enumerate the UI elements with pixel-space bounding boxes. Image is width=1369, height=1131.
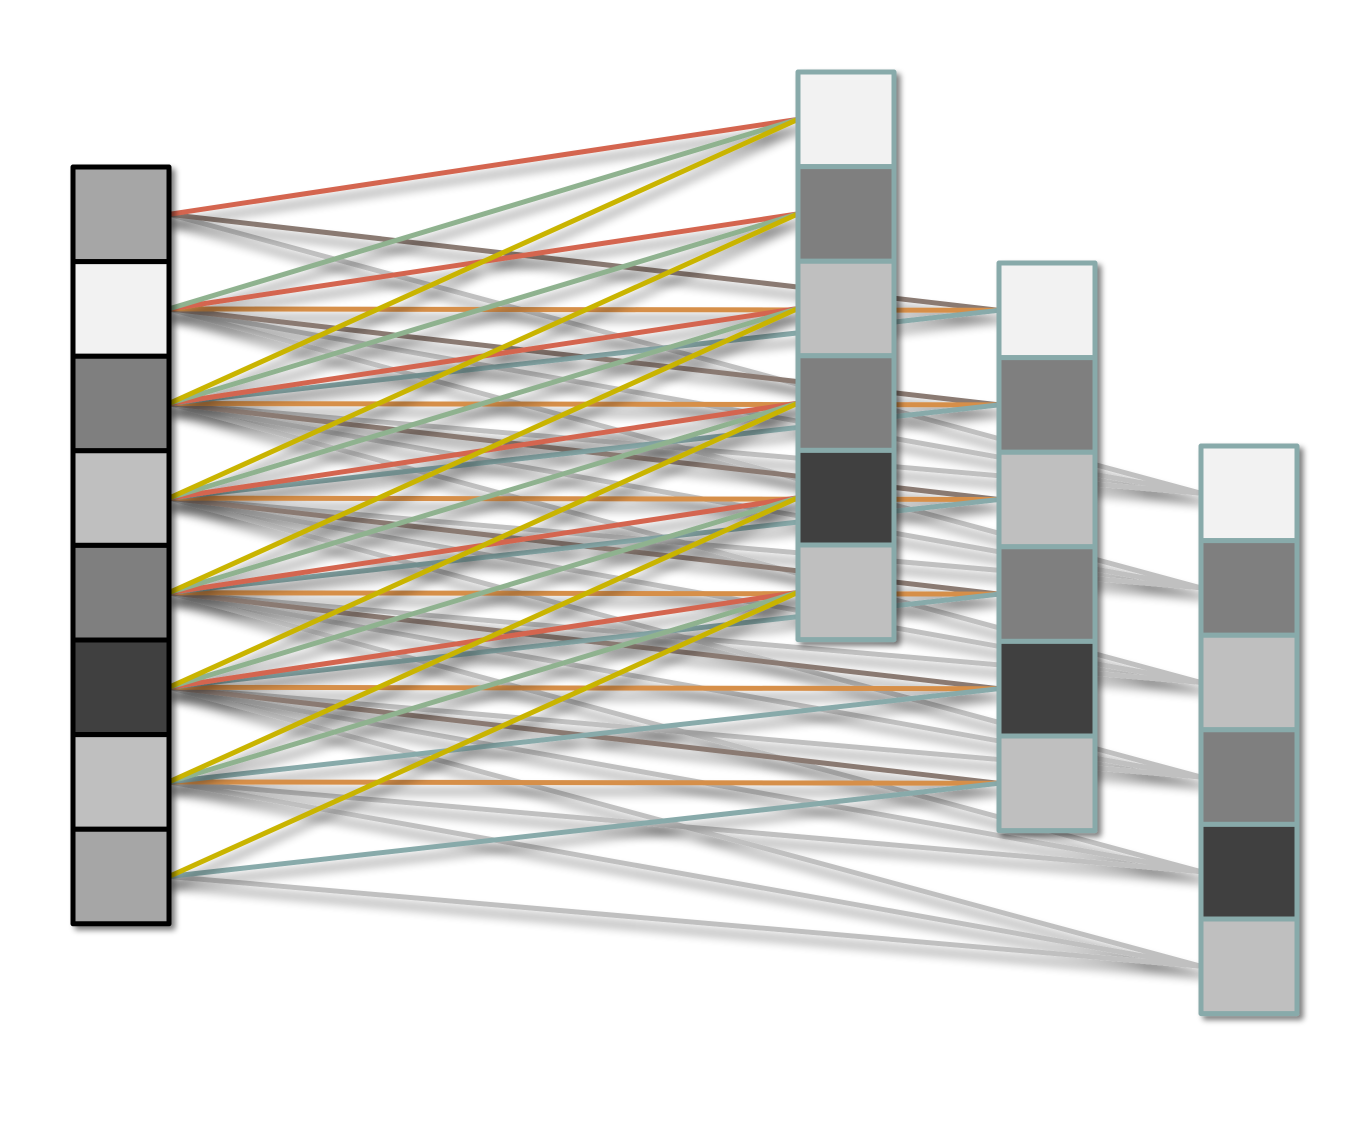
vector-cell: [70, 637, 172, 738]
connection-line: [168, 686, 1000, 785]
vector-cell: [996, 260, 1098, 361]
vector-cell: [1198, 821, 1300, 922]
connections-output-1: [167, 116, 800, 879]
output-vector-3: [1198, 443, 1300, 1017]
connection-line: [168, 589, 799, 785]
vector-cell: [70, 448, 172, 548]
vector-cell: [795, 258, 897, 359]
connection-line: [167, 306, 800, 595]
connection-line: [168, 780, 1000, 879]
connection-line: [168, 116, 799, 217]
connection-line: [167, 211, 800, 501]
input-vector: [70, 164, 172, 927]
vector-cell: [996, 544, 1098, 644]
vector-cell: [996, 733, 1098, 834]
connection-line: [167, 590, 800, 879]
vector-cell: [795, 69, 897, 170]
vector-cell: [1198, 632, 1300, 733]
connection-line: [168, 874, 1202, 969]
connection-line: [168, 495, 799, 690]
vector-cell: [795, 542, 897, 643]
connection-line: [168, 116, 799, 312]
connection-line: [167, 495, 800, 785]
vector-cell: [70, 353, 172, 454]
vector-cell: [1198, 727, 1300, 827]
vector-cell: [795, 447, 897, 548]
connection-line: [168, 400, 799, 596]
vector-cell: [996, 355, 1098, 455]
vector-cell: [795, 353, 897, 453]
vector-cell: [996, 449, 1098, 550]
vector-cell: [70, 542, 172, 643]
vector-cell: [996, 638, 1098, 739]
connection-line: [167, 400, 800, 690]
connection-line: [168, 779, 1000, 786]
vector-cell: [70, 164, 172, 265]
vector-cell: [70, 732, 172, 832]
vector-cell: [70, 259, 172, 359]
vector-cell: [795, 164, 897, 264]
vector-cell: [1198, 443, 1300, 544]
vector-cell: [70, 826, 172, 927]
connection-line: [168, 779, 1202, 969]
connection-line: [168, 211, 799, 406]
output-vector-1: [795, 69, 897, 643]
output-vector-2: [996, 260, 1098, 834]
vector-cell: [1198, 538, 1300, 638]
vectors: [70, 69, 1300, 1017]
connection-line: [167, 117, 800, 406]
connection-line: [168, 684, 1202, 875]
vector-cell: [1198, 916, 1300, 1017]
connection-line: [168, 306, 799, 501]
